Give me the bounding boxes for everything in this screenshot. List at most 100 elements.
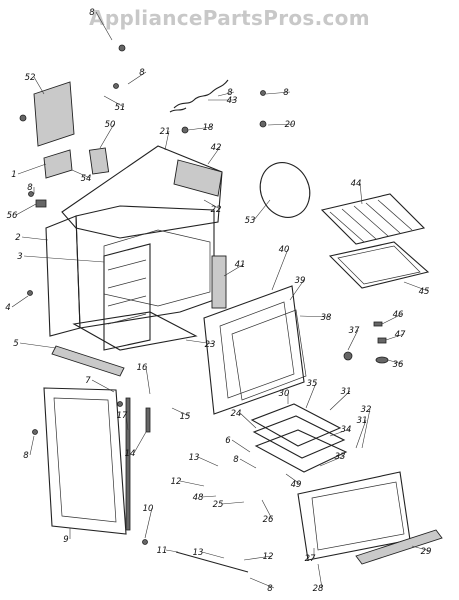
- part-53-reflector: [259, 162, 311, 218]
- leader-line: [164, 130, 170, 151]
- leader-line: [71, 169, 91, 179]
- part-number-label: 8: [27, 183, 33, 193]
- part-number-label: 42: [211, 143, 222, 153]
- part-41-strip: [211, 255, 227, 309]
- leader-line: [17, 163, 47, 175]
- leader-line: [33, 76, 45, 95]
- leader-line: [29, 435, 35, 456]
- leader-line: [187, 126, 213, 131]
- rack-guide-3: [107, 295, 147, 307]
- part-number-label: 33: [335, 452, 346, 462]
- part-5-trim: [51, 345, 125, 377]
- part-number-label: 45: [419, 287, 430, 297]
- leader-line: [203, 199, 221, 210]
- rack-wire: [365, 202, 401, 234]
- part-number-label: 28: [313, 584, 324, 594]
- screw-10: [142, 539, 148, 545]
- part-17-strip: [125, 397, 131, 531]
- leader-line: [125, 414, 129, 431]
- part-number-label: 9: [63, 535, 68, 545]
- part-33-pan-base: [254, 429, 348, 473]
- leader-line: [99, 123, 115, 149]
- part-number-label: 31: [341, 387, 352, 397]
- leader-line: [95, 11, 113, 41]
- part-47-lens: [377, 337, 387, 344]
- leader-line: [299, 315, 331, 318]
- leader-line: [359, 182, 363, 205]
- part-number-label: 12: [171, 477, 182, 487]
- leader-line: [133, 431, 147, 454]
- part-number-label: 36: [393, 360, 404, 370]
- leader-line: [221, 501, 245, 505]
- part-number-label: 52: [25, 73, 36, 83]
- leader-line: [15, 203, 37, 216]
- rack-guide-2: [107, 277, 147, 289]
- part-21-cabinet-top: [61, 145, 223, 239]
- screw-6: [117, 401, 123, 407]
- leader-line: [411, 545, 431, 552]
- leader-line: [317, 563, 323, 589]
- part-number-label: 14: [125, 449, 136, 459]
- screw-8d: [260, 90, 266, 96]
- part-number-label: 54: [81, 174, 92, 184]
- leader-line: [329, 390, 351, 411]
- leader-line: [144, 507, 153, 539]
- screw-8f: [32, 429, 38, 435]
- leader-line: [261, 499, 273, 520]
- part-number-label: 35: [307, 379, 318, 389]
- part-number-label: 12: [263, 552, 274, 562]
- part-number-label: 43: [227, 96, 238, 106]
- part-18-grommet: [181, 126, 189, 134]
- screw-8a: [118, 44, 126, 52]
- leader-line: [239, 458, 257, 469]
- leader-line: [253, 199, 271, 221]
- rack-wire: [377, 199, 413, 231]
- part-50-bracket: [88, 147, 110, 175]
- leader-line: [21, 236, 49, 241]
- leader-line: [403, 281, 429, 292]
- part-20-clip: [259, 120, 267, 128]
- leader-line: [243, 555, 273, 561]
- leader-line: [385, 333, 405, 341]
- part-number-label: 48: [193, 493, 204, 503]
- leader-line: [197, 456, 219, 467]
- leader-line: [329, 428, 351, 437]
- screw-8c: [113, 83, 119, 89]
- part-44-oven-rack: [320, 193, 426, 245]
- part-23-oven-bottom: [72, 311, 198, 351]
- part-9-outer-door: [43, 387, 127, 535]
- rack-wire: [329, 211, 365, 243]
- leader-line: [207, 146, 221, 165]
- part-number-label: 38: [321, 313, 332, 323]
- part-40-door-inner: [203, 285, 305, 415]
- leader-line: [145, 366, 151, 395]
- part-number-label: 8: [89, 8, 95, 18]
- part-34-broil-pan: [252, 415, 346, 459]
- part-number-label: 21: [160, 127, 171, 137]
- leader-line: [19, 342, 57, 349]
- part-3-oven-liner: [103, 243, 151, 351]
- part-1-bracket: [43, 149, 73, 179]
- leader-line: [23, 255, 105, 263]
- leader-line: [171, 407, 190, 417]
- part-number-label: 4: [5, 303, 10, 313]
- part-number-label: 3: [17, 252, 22, 262]
- part-39-gasket: [231, 309, 307, 401]
- part-number-label: 13: [189, 453, 200, 463]
- part-number-label: 8: [227, 88, 233, 98]
- part-number-label: 18: [203, 123, 214, 133]
- part-number-label: 31: [357, 416, 368, 426]
- part-number-label: 56: [7, 211, 18, 221]
- part-number-label: 37: [349, 326, 360, 336]
- leader-line: [201, 495, 217, 498]
- part-number-label: 17: [117, 411, 128, 421]
- screw-8b: [19, 114, 27, 122]
- part-number-label: 50: [105, 120, 116, 130]
- part-2-side-panel: [45, 215, 81, 337]
- part-number-label: 26: [263, 515, 274, 525]
- part-number-label: 39: [295, 276, 306, 286]
- rack-wire: [341, 208, 377, 240]
- part-number-label: 32: [361, 405, 372, 415]
- screw-8e: [28, 191, 34, 197]
